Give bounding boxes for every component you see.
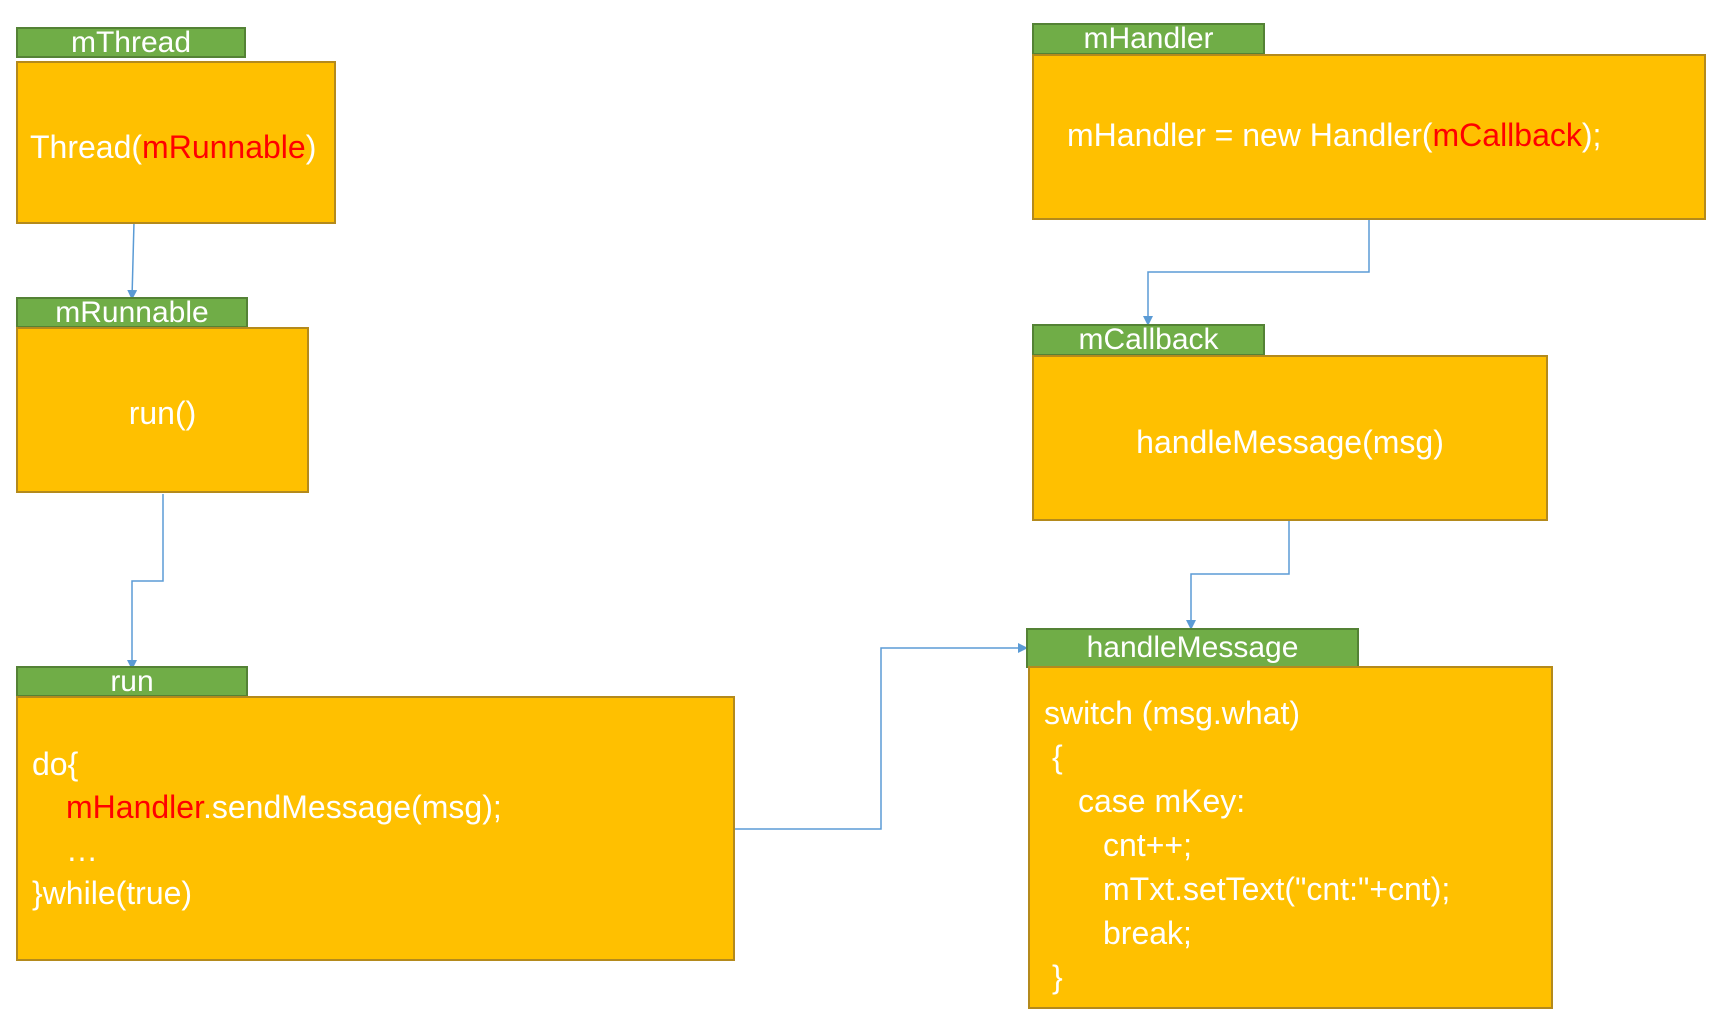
mhandler-box: mHandler = new Handler(mCallback); [1032,54,1706,220]
run-line-3: … [66,832,98,868]
connector-mcallback-to-handlemessage [1186,521,1290,630]
handlemessage-line-6: break; [1103,915,1192,951]
mhandler-code: mHandler = new Handler(mCallback); [1067,117,1602,153]
mcallback-code: handleMessage(msg) [1136,424,1444,460]
mthread-box: Thread(mRunnable) [16,61,336,224]
run-line-4: }while(true) [32,875,193,911]
run-box: do{ mHandler.sendMessage(msg); … }while(… [16,696,735,961]
connector-mthread-to-mrunnable [127,221,138,300]
handlemessage-tab: handleMessage [1026,628,1359,668]
handlemessage-box: switch (msg.what) { case mKey: cnt++; mT… [1028,666,1553,1009]
mcallback-tab: mCallback [1032,324,1265,356]
mthread-code-ref: mRunnable [142,129,306,165]
connector-mhandler-to-mcallback [1143,220,1370,326]
mcallback-box: handleMessage(msg) [1032,355,1548,521]
mthread-code: Thread(mRunnable) [30,129,317,165]
mhandler-code-ref: mCallback [1432,117,1582,153]
run-tab: run [16,666,248,697]
handlemessage-line-4: cnt++; [1103,827,1192,863]
handlemessage-line-2: { [1052,739,1063,775]
run-line-2: mHandler.sendMessage(msg); [66,789,502,825]
run-line-2-ref: mHandler [66,789,203,825]
mrunnable-code: run() [128,395,197,431]
connector-mrunnable-to-run [127,494,164,670]
handlemessage-line-7: } [1052,959,1063,995]
mhandler-tab: mHandler [1032,23,1265,55]
mthread-tab: mThread [16,27,246,58]
run-line-1: do{ [32,746,79,782]
mrunnable-tab: mRunnable [16,297,248,328]
handlemessage-line-1: switch (msg.what) [1044,695,1301,731]
handlemessage-line-3: case mKey: [1078,783,1246,819]
mrunnable-box: run() [16,327,309,493]
connector-run-to-handlemessage [735,643,1028,830]
handlemessage-line-5: mTxt.setText("cnt:"+cnt); [1103,871,1451,907]
